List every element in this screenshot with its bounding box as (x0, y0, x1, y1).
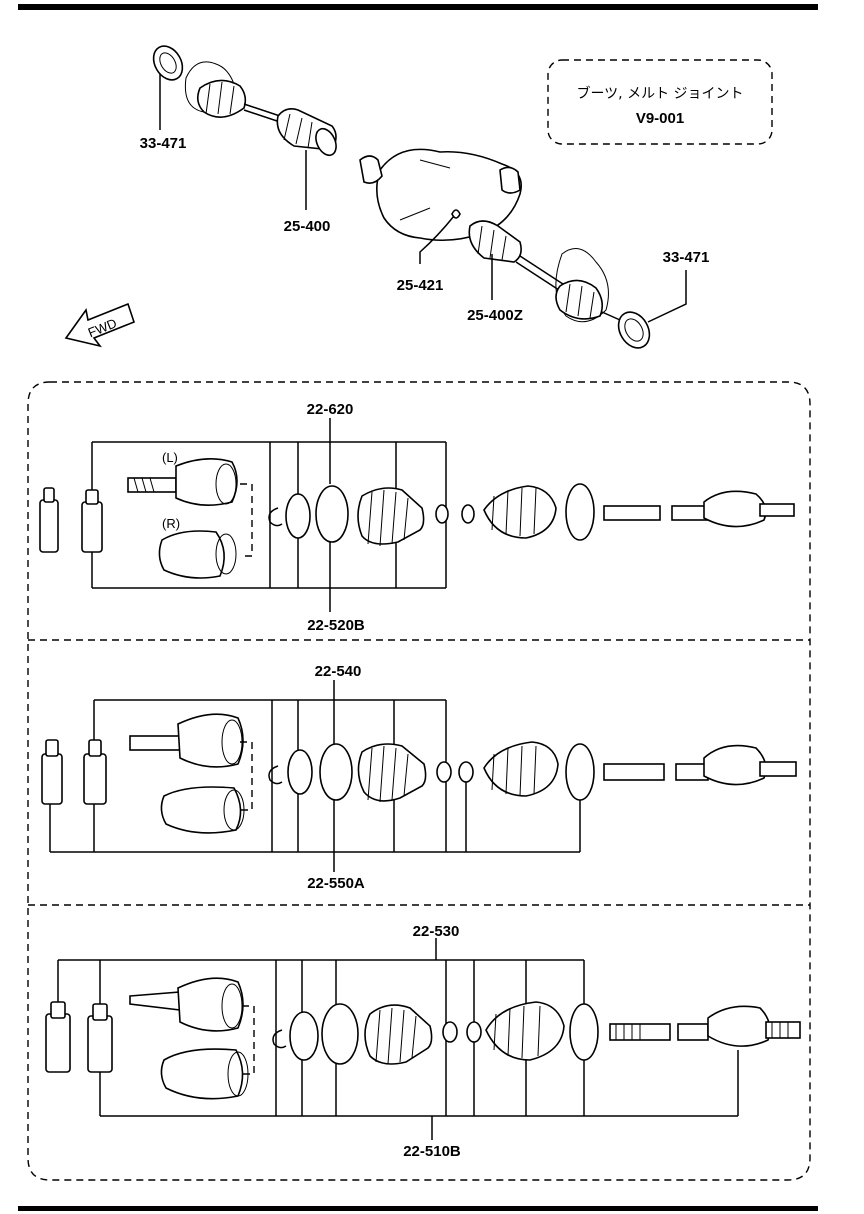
outer-race-upper (129, 977, 244, 1032)
boot-band-outer (569, 1003, 599, 1061)
detail-frame (27, 381, 811, 1181)
band-clip (466, 1021, 482, 1043)
grease-tube (45, 1001, 71, 1073)
outer-boot (485, 1001, 565, 1061)
band-clip (461, 504, 475, 524)
note-code: V9-001 (636, 110, 684, 127)
grease-tube (83, 739, 107, 805)
label-25-400z: 25-400Z (467, 307, 523, 324)
outer-race-left (127, 458, 238, 506)
note-title: ブーツ, メルト ジョイント (576, 85, 743, 102)
grease-tube (39, 487, 59, 553)
boot-band-large (319, 743, 353, 801)
boot-band-small (289, 1011, 319, 1061)
fwd-arrow: FWD (64, 302, 135, 348)
grease-tube (41, 739, 63, 805)
right-seal (617, 311, 651, 349)
right-cv-joint (555, 279, 621, 321)
drive-shaft (603, 744, 797, 786)
outer-race-lower (160, 786, 245, 834)
snap-ring (272, 1029, 287, 1049)
inner-boot (357, 743, 427, 803)
outer-boot (483, 741, 559, 797)
note-box: ブーツ, メルト ジョイント V9-001 (547, 59, 773, 145)
left-inner-boot (276, 108, 337, 157)
label-22-550a: 22-550A (307, 875, 365, 892)
boot-band-small (285, 493, 311, 539)
label-22-620: 22-620 (307, 401, 354, 418)
inner-boot (364, 1004, 433, 1065)
label-33-471-left: 33-471 (140, 135, 187, 152)
label-22-510b: 22-510B (403, 1143, 461, 1160)
boot-band-outer (565, 743, 595, 801)
boot-band-large (321, 1003, 359, 1065)
outer-race-right (158, 530, 237, 579)
band-clip (442, 1021, 458, 1043)
section-3: 22-530 22-510B (45, 923, 801, 1160)
label-25-400: 25-400 (284, 218, 331, 235)
bottom-border (18, 1206, 818, 1211)
right-shaft (519, 255, 567, 287)
outer-boot (483, 485, 557, 539)
section-1: (L) (R) (39, 401, 795, 634)
differential (359, 148, 522, 242)
outer-race-upper (129, 713, 244, 768)
label-22-530: 22-530 (413, 923, 460, 940)
label-33-471-right: 33-471 (663, 249, 710, 266)
snap-ring (268, 507, 283, 527)
right-inner-boot (468, 220, 522, 263)
tag-left: (L) (162, 450, 178, 465)
snap-ring (268, 765, 283, 785)
top-border (18, 4, 818, 10)
section-2: 22-540 22-550A (41, 663, 797, 892)
drive-shaft (609, 1005, 801, 1047)
top-assembly: 33-471 25-400 25-421 25-400Z 33-471 (140, 45, 710, 349)
grease-tube (87, 1003, 113, 1073)
band-clip (458, 761, 474, 783)
boot-band-outer (565, 483, 595, 541)
drive-shaft (603, 490, 795, 528)
inner-boot (357, 487, 425, 547)
label-22-540: 22-540 (315, 663, 362, 680)
left-cv-joint (196, 79, 247, 118)
tag-right: (R) (162, 516, 180, 531)
grease-tube (81, 489, 103, 553)
band-clip (436, 761, 452, 783)
label-22-520b: 22-520B (307, 617, 365, 634)
band-clip (435, 504, 449, 524)
boot-band-small (287, 749, 313, 795)
left-seal (152, 45, 184, 81)
outer-race-lower (160, 1048, 249, 1100)
boot-band-large (315, 485, 349, 543)
label-25-421: 25-421 (397, 277, 444, 294)
